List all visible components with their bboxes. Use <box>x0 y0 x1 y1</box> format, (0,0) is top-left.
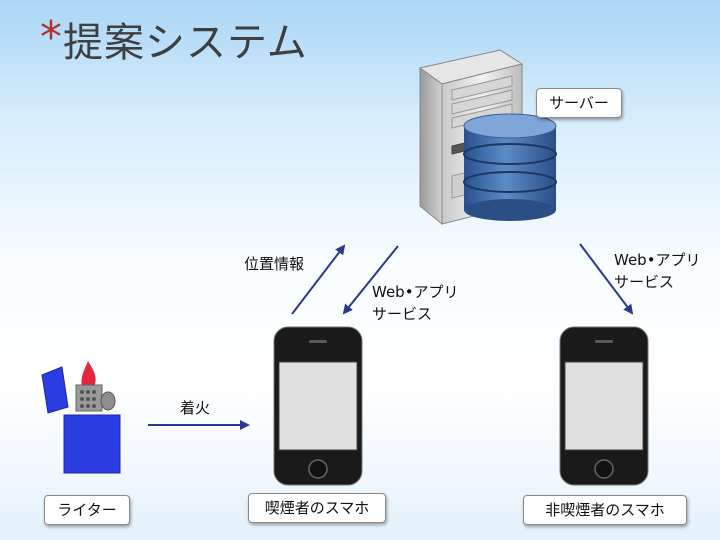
server-icon <box>418 49 557 226</box>
arrow-server-to-smoker <box>342 245 399 315</box>
nonsmoker-phone-label: 非喫煙者のスマホ <box>523 495 687 525</box>
web-app-label-1: Web•アプリ サービス <box>372 283 459 323</box>
lighter-label: ライター <box>44 495 130 525</box>
title-text: 提案システム <box>63 20 308 66</box>
lighter-icon <box>41 361 121 474</box>
database-icon <box>463 113 557 221</box>
ignition-label: 着火 <box>180 399 211 417</box>
arrow-server-to-nonsmoker <box>579 243 634 315</box>
smoker-phone-label: 喫煙者のスマホ <box>248 493 386 523</box>
arrow-location-up <box>291 244 346 315</box>
server-label: サーバー <box>536 88 622 118</box>
location-label: 位置情報 <box>244 255 305 273</box>
slide-title: *提案システム <box>40 10 308 68</box>
title-asterisk: * <box>40 12 63 63</box>
smartphone-icon <box>559 326 649 486</box>
smartphone-icon <box>273 326 363 486</box>
web-app-label-2: Web•アプリ サービス <box>614 251 701 291</box>
